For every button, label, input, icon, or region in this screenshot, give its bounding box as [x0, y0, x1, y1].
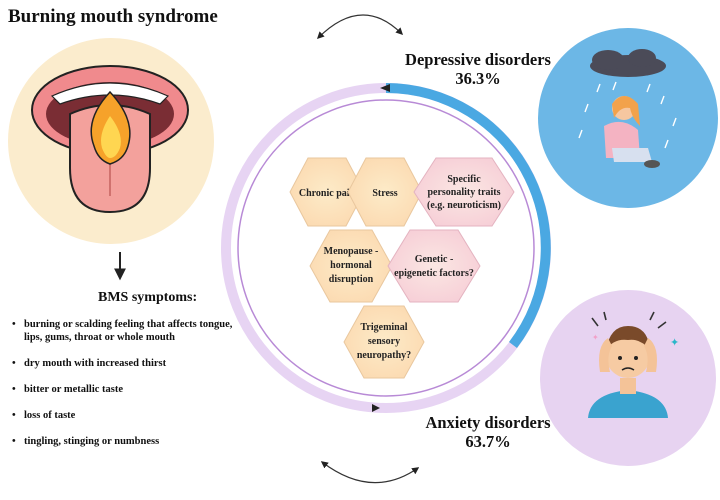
depressive-disorders-label: Depressive disorders 36.3% — [378, 50, 578, 88]
depressive-percent: 36.3% — [455, 69, 501, 88]
depressive-label-text: Depressive disorders — [405, 50, 551, 69]
svg-text:✦: ✦ — [670, 337, 679, 349]
symptoms-list: burning or scalding feeling that affects… — [12, 318, 242, 461]
factor-trigeminal-line2: sensory — [368, 336, 400, 347]
factor-trigeminal-line1: Trigeminal — [360, 322, 407, 333]
hexagon-personality-traits: Specific personality traits (e.g. neurot… — [413, 157, 515, 227]
ring-marker-top — [380, 84, 390, 92]
hexagon-stress: Stress — [347, 157, 423, 227]
hexagon-trigeminal: Trigeminal sensory neuropathy? — [343, 305, 425, 379]
page-title: Burning mouth syndrome — [8, 6, 218, 27]
ring-marker-bottom — [372, 404, 380, 412]
factor-personality-line1: Specific — [447, 174, 481, 185]
factor-personality-line3: (e.g. neuroticism) — [427, 200, 501, 211]
list-item: bitter or metallic taste — [12, 383, 242, 396]
sad-person-rain-icon — [578, 49, 677, 168]
factor-stress: Stress — [372, 188, 397, 199]
top-double-arrow — [316, 14, 404, 40]
factor-personality-line2: personality traits — [427, 187, 500, 198]
hexagon-chronic-pain: Chronic pain — [289, 157, 365, 227]
anxiety-percent: 63.7% — [465, 432, 511, 451]
depressive-arc — [385, 83, 551, 349]
factor-menopause-line2: hormonal — [330, 260, 372, 271]
list-item: tingling, stinging or numbness — [12, 435, 242, 448]
hexagon-menopause: Menopause - hormonal disruption — [309, 229, 393, 303]
anxious-person-icon: ✦ ✦ — [588, 311, 679, 418]
anxiety-disorders-label: Anxiety disorders 63.7% — [398, 413, 578, 451]
list-item: burning or scalding feeling that affects… — [12, 318, 242, 344]
factor-genetic-line2: epigenetic factors? — [394, 268, 474, 279]
svg-text:✦: ✦ — [592, 333, 599, 342]
factor-chronic-pain: Chronic pain — [299, 188, 356, 199]
factor-menopause-line1: Menopause - — [324, 246, 379, 257]
factor-menopause-line3: disruption — [329, 274, 374, 285]
factor-trigeminal-line3: neuropathy? — [357, 350, 411, 361]
symptoms-title: BMS symptoms: — [98, 290, 198, 305]
tongue-flame-icon — [31, 65, 189, 214]
hexagon-genetic: Genetic - epigenetic factors? — [387, 229, 481, 303]
anxiety-label-text: Anxiety disorders — [425, 413, 551, 432]
list-item: dry mouth with increased thirst — [12, 357, 242, 370]
list-item: loss of taste — [12, 409, 242, 422]
bottom-double-arrow — [320, 461, 420, 484]
factor-genetic-line1: Genetic - — [415, 254, 454, 265]
